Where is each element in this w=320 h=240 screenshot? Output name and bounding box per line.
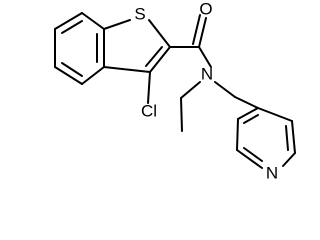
atom-nitrogen-pyridine: N — [266, 163, 278, 182]
bond-carbonyl-o — [198, 17, 207, 48]
bond-c3-cl — [147, 71, 151, 104]
bonds — [54, 12, 296, 169]
bond-benzene-5 — [54, 66, 83, 85]
atom-labels: S O N Cl N — [134, 0, 278, 182]
bond-benzene-1 — [54, 12, 83, 30]
bond-n-ch2 — [214, 81, 236, 98]
bond-c3-c3a — [103, 66, 151, 73]
bond-pyridine-double-1 — [285, 125, 289, 151]
bond-c7a-s — [103, 19, 131, 30]
bond-ch2-pyridine — [234, 96, 259, 109]
bond-benzene-double-inner-3 — [61, 62, 83, 77]
bond-c2-c3 — [149, 46, 171, 73]
bond-s-c2 — [148, 19, 171, 48]
bond-carbonyl-o-double — [192, 14, 201, 45]
bond-pyridine-4 — [236, 149, 263, 169]
bond-pyridine-double-3 — [243, 114, 259, 124]
bond-c2-c3-double — [145, 46, 163, 67]
atom-nitrogen-amide: N — [201, 64, 213, 83]
bond-pyridine-2 — [291, 120, 296, 154]
bond-pyridine-1 — [257, 107, 293, 122]
bond-pyridine-6 — [237, 107, 259, 120]
bond-pyridine-5 — [236, 118, 239, 151]
bond-benzene-2 — [81, 12, 105, 30]
bond-benzene-4 — [81, 66, 105, 85]
bond-pyridine-double-2 — [243, 147, 263, 162]
atom-sulfur: S — [134, 4, 145, 23]
bond-benzene-double-inner-1 — [61, 20, 83, 34]
bond-n-ethyl-ch2 — [180, 81, 201, 99]
bond-carbonyl-n — [198, 46, 212, 68]
atom-oxygen: O — [199, 0, 212, 18]
bond-ethyl-ch2-ch3 — [180, 97, 183, 132]
bond-pyridine-3 — [282, 152, 296, 167]
chemical-structure: S O N Cl N — [54, 0, 296, 182]
atom-chlorine: Cl — [141, 101, 157, 120]
